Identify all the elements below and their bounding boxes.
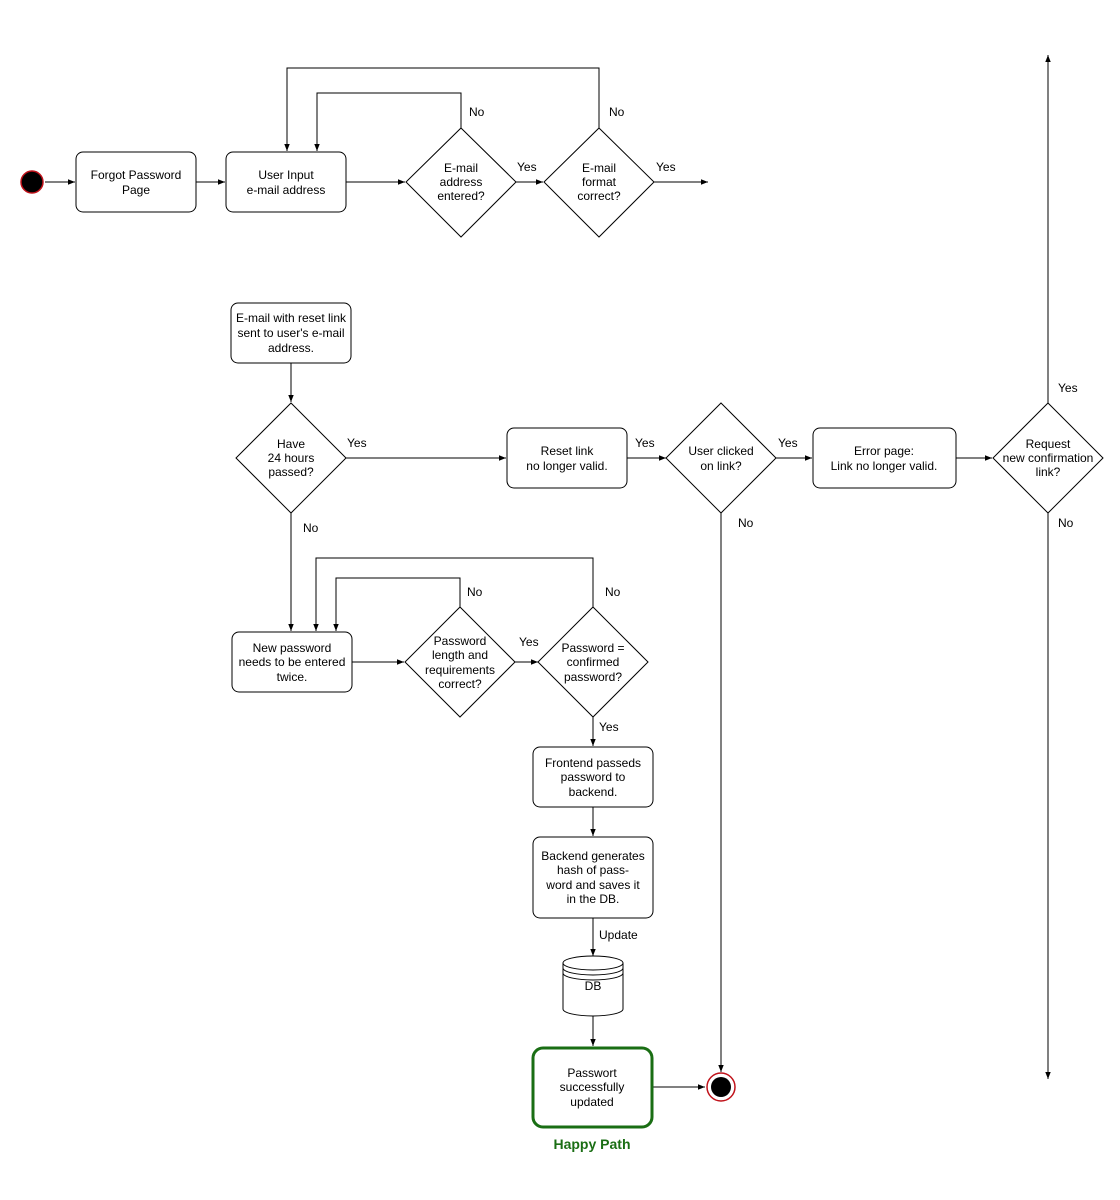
decision-password-requirements: Password length and requirements correct… bbox=[404, 606, 516, 718]
decision-request-new-link: Request new confirmation link? bbox=[992, 402, 1104, 514]
edge-requirements-no-loop bbox=[333, 577, 461, 631]
svg-text:correct?: correct? bbox=[577, 189, 621, 203]
svg-text:address.: address. bbox=[268, 341, 314, 355]
edge-labels: No Yes No Yes Yes No Yes Yes No Yes No N… bbox=[303, 105, 1078, 942]
svg-text:User clicked: User clicked bbox=[688, 444, 753, 458]
decision-email-format: E-mail format correct? bbox=[543, 127, 655, 238]
label-request-no: No bbox=[1058, 516, 1074, 530]
svg-text:hash of pass-: hash of pass- bbox=[557, 863, 629, 877]
svg-text:address: address bbox=[440, 175, 483, 189]
label-format-yes: Yes bbox=[656, 160, 676, 174]
edge-format-no-loop bbox=[284, 67, 600, 151]
label-clicked-yes: Yes bbox=[778, 436, 798, 450]
svg-text:Link no longer valid.: Link no longer valid. bbox=[831, 459, 938, 473]
svg-text:Frontend passeds: Frontend passeds bbox=[545, 756, 641, 770]
label-clicked-no: No bbox=[738, 516, 754, 530]
svg-text:sent to user's e-mail: sent to user's e-mail bbox=[238, 326, 345, 340]
svg-text:New password: New password bbox=[253, 641, 332, 655]
svg-text:e-mail address: e-mail address bbox=[247, 183, 326, 197]
svg-text:24 hours: 24 hours bbox=[268, 451, 315, 465]
node-success: Passwort successfully updated bbox=[531, 1046, 654, 1129]
label-update: Update bbox=[599, 928, 638, 942]
label-request-yes: Yes bbox=[1058, 381, 1078, 395]
svg-text:Password =: Password = bbox=[561, 641, 624, 655]
svg-text:Error page:: Error page: bbox=[854, 444, 914, 458]
label-confirm-yes: Yes bbox=[599, 720, 619, 734]
svg-text:Forgot Password: Forgot Password bbox=[91, 168, 182, 182]
label-invalid-yes: Yes bbox=[635, 436, 655, 450]
label-requirements-no: No bbox=[467, 585, 483, 599]
edge-entered-no-loop bbox=[314, 92, 462, 151]
svg-text:Request: Request bbox=[1026, 437, 1071, 451]
svg-text:Have: Have bbox=[277, 437, 305, 451]
svg-text:needs to be entered: needs to be entered bbox=[239, 655, 346, 669]
node-new-password: New password needs to be entered twice. bbox=[231, 631, 353, 693]
svg-text:length and: length and bbox=[432, 648, 488, 662]
svg-text:correct?: correct? bbox=[438, 677, 482, 691]
svg-text:backend.: backend. bbox=[569, 785, 618, 799]
svg-text:requirements: requirements bbox=[425, 663, 495, 677]
svg-text:successfully: successfully bbox=[560, 1080, 625, 1094]
svg-text:E-mail with reset link: E-mail with reset link bbox=[236, 311, 347, 325]
svg-text:password?: password? bbox=[564, 670, 622, 684]
svg-text:Page: Page bbox=[122, 183, 150, 197]
label-confirm-no: No bbox=[605, 585, 621, 599]
node-email-sent: E-mail with reset link sent to user's e-… bbox=[230, 302, 352, 364]
database-icon: DB bbox=[562, 955, 624, 1017]
label-entered-no: No bbox=[469, 105, 485, 119]
svg-text:User Input: User Input bbox=[258, 168, 314, 182]
svg-text:password to: password to bbox=[561, 770, 626, 784]
svg-text:Reset link: Reset link bbox=[541, 444, 595, 458]
svg-text:confirmed: confirmed bbox=[567, 655, 620, 669]
edges bbox=[45, 55, 1051, 1090]
svg-text:word and saves it: word and saves it bbox=[545, 878, 640, 892]
svg-text:Backend generates: Backend generates bbox=[541, 849, 644, 863]
svg-text:link?: link? bbox=[1036, 465, 1061, 479]
svg-text:passed?: passed? bbox=[268, 465, 314, 479]
svg-text:twice.: twice. bbox=[277, 670, 308, 684]
node-error-page: Error page: Link no longer valid. bbox=[812, 427, 957, 489]
label-hours-no: No bbox=[303, 521, 319, 535]
svg-text:E-mail: E-mail bbox=[582, 161, 616, 175]
start-node bbox=[20, 170, 44, 194]
node-user-input: User Input e-mail address bbox=[225, 151, 347, 213]
node-frontend: Frontend passeds password to backend. bbox=[532, 746, 654, 808]
svg-text:format: format bbox=[582, 175, 617, 189]
end-node bbox=[706, 1072, 736, 1102]
svg-text:in the DB.: in the DB. bbox=[567, 892, 620, 906]
node-reset-link-invalid: Reset link no longer valid. bbox=[506, 427, 628, 489]
happy-path-caption: Happy Path bbox=[553, 1136, 630, 1152]
svg-text:DB: DB bbox=[585, 979, 602, 993]
edge-confirm-no-loop bbox=[313, 557, 594, 631]
decision-24-hours: Have 24 hours passed? bbox=[235, 402, 347, 514]
label-hours-yes: Yes bbox=[347, 436, 367, 450]
label-requirements-yes: Yes bbox=[519, 635, 539, 649]
label-entered-yes: Yes bbox=[517, 160, 537, 174]
svg-text:updated: updated bbox=[570, 1095, 613, 1109]
decision-password-confirmed: Password = confirmed password? bbox=[537, 606, 649, 718]
node-forgot-password-page: Forgot Password Page bbox=[75, 151, 197, 213]
svg-text:E-mail: E-mail bbox=[444, 161, 478, 175]
decision-email-entered: E-mail address entered? bbox=[405, 127, 517, 238]
decision-user-clicked: User clicked on link? bbox=[665, 402, 777, 514]
nodes: Forgot Password Page User Input e-mail a… bbox=[20, 127, 1104, 1152]
svg-text:Password: Password bbox=[434, 634, 487, 648]
svg-text:entered?: entered? bbox=[437, 189, 485, 203]
svg-text:no longer valid.: no longer valid. bbox=[526, 459, 607, 473]
node-backend: Backend generates hash of pass- word and… bbox=[532, 836, 654, 919]
svg-text:new confirmation: new confirmation bbox=[1003, 451, 1094, 465]
svg-text:on link?: on link? bbox=[700, 459, 742, 473]
svg-text:Passwort: Passwort bbox=[567, 1066, 617, 1080]
label-format-no: No bbox=[609, 105, 625, 119]
